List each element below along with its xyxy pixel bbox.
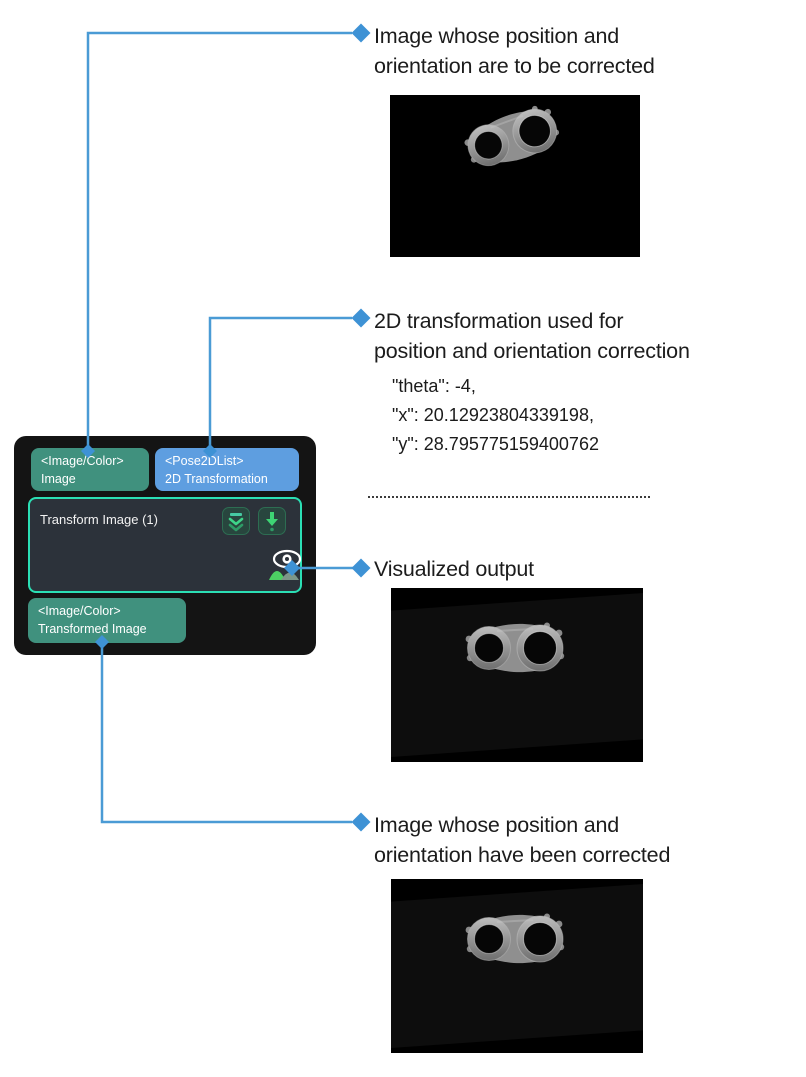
arrow-down-icon: [259, 508, 285, 534]
callout-text-input-image: Image whose position and orientation are…: [374, 21, 655, 81]
dotted-divider: [368, 496, 650, 498]
diamond-marker: [351, 23, 371, 43]
node-body[interactable]: Transform Image (1): [28, 497, 302, 593]
callout-line1: Image whose position and: [374, 813, 620, 837]
callout-line1: Image whose position and: [374, 24, 620, 48]
transform-image-node[interactable]: <Image/Color> Image <Pose2DList> 2D Tran…: [14, 436, 316, 655]
callout-line2: orientation are to be corrected: [374, 54, 655, 78]
y-value: "y": 28.795775159400762: [392, 434, 599, 454]
callout-line: [86, 31, 352, 451]
x-value: "x": 20.12923804339198,: [392, 405, 594, 425]
port-label: Image: [41, 471, 76, 486]
input-port-image[interactable]: <Image/Color> Image: [31, 448, 149, 491]
collapse-button[interactable]: [222, 507, 250, 535]
callout-line2: orientation have been corrected: [374, 843, 671, 867]
visualize-output-icon[interactable]: [268, 549, 304, 583]
port-label: Transformed Image: [38, 621, 147, 636]
input-image-preview: [390, 95, 640, 257]
diamond-marker: [351, 308, 371, 328]
callout-text-visualized-output: Visualized output: [374, 554, 534, 584]
callout-text-output-image: Image whose position and orientation hav…: [374, 810, 670, 870]
input-port-2d-transformation[interactable]: <Pose2DList> 2D Transformation: [155, 448, 299, 491]
port-type: <Image/Color>: [41, 454, 124, 468]
callout-line: [208, 316, 352, 451]
theta-value: "theta": -4,: [392, 376, 476, 396]
node-title: Transform Image (1): [40, 512, 158, 527]
callout-line2: position and orientation correction: [374, 339, 690, 363]
diamond-marker: [351, 812, 371, 832]
output-port-transformed-image[interactable]: <Image/Color> Transformed Image: [28, 598, 186, 643]
port-label: 2D Transformation: [165, 471, 268, 486]
port-type: <Image/Color>: [38, 604, 121, 618]
callout-line1: Visualized output: [374, 557, 534, 581]
callout-line: [100, 642, 352, 824]
diamond-marker: [351, 558, 371, 578]
execute-button[interactable]: [258, 507, 286, 535]
port-type: <Pose2DList>: [165, 454, 244, 468]
corrected-image-preview: [391, 879, 643, 1053]
double-chevron-down-icon: [223, 508, 249, 534]
visualized-output-preview: [391, 588, 643, 762]
callout-text-transformation: 2D transformation used for position and …: [374, 306, 690, 366]
transformation-values: "theta": -4, "x": 20.12923804339198, "y"…: [392, 372, 599, 459]
callout-line1: 2D transformation used for: [374, 309, 624, 333]
